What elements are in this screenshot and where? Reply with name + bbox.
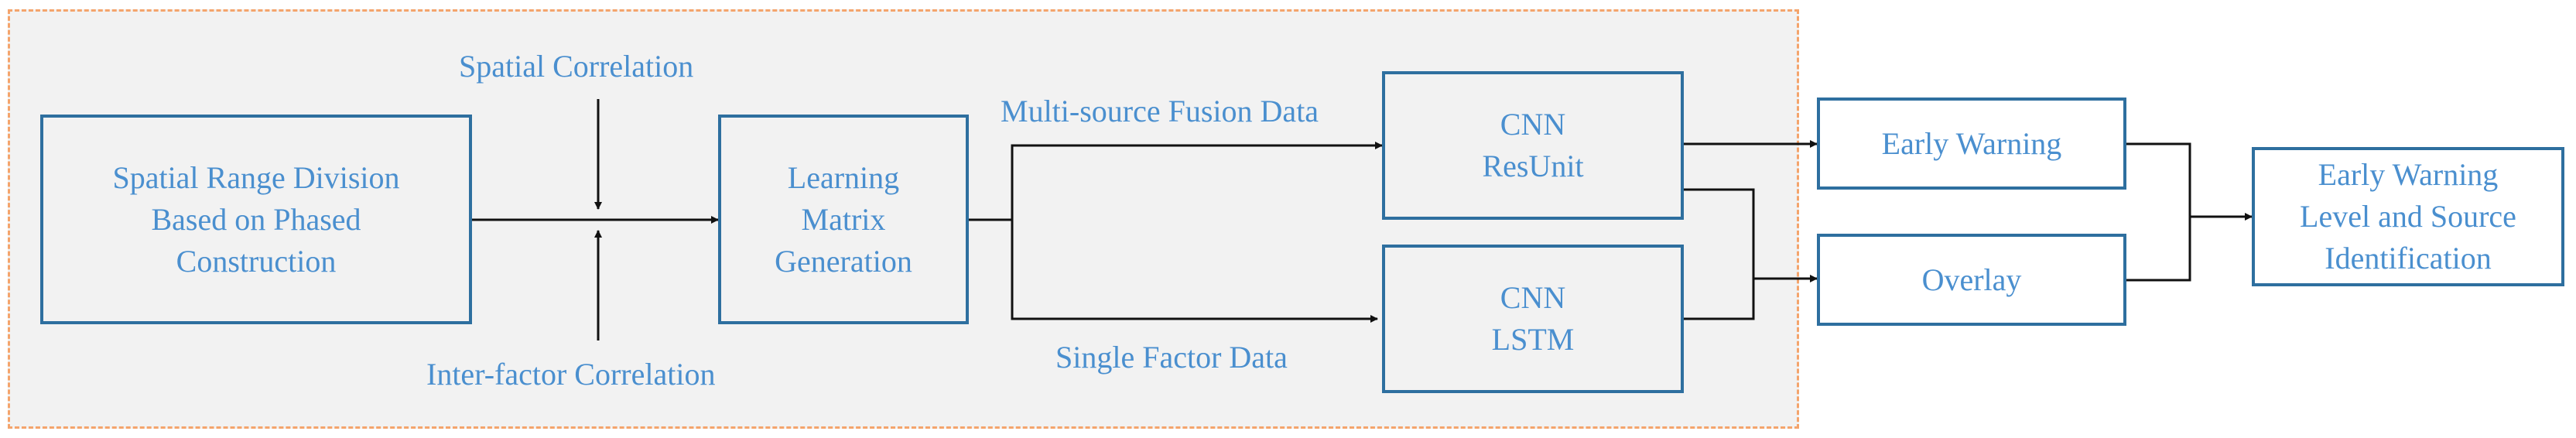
arrow-matrix-to-lstm (969, 218, 1378, 323)
arrow-resunit-to-overlay (1684, 188, 1818, 282)
box-early-warning-level-source: Early Warning Level and Source Identific… (2252, 147, 2564, 286)
label-multi-source-fusion-data: Multi-source Fusion Data (1001, 94, 1319, 128)
label-inter-factor-correlation: Inter-factor Correlation (426, 357, 716, 392)
box-early-warning: Early Warning (1817, 98, 2126, 190)
arrow-lstm-to-overlay (1684, 279, 1755, 320)
box-spatial-range-division: Spatial Range Division Based on Phased C… (40, 115, 472, 324)
arrow-overlay-to-final (2126, 217, 2191, 282)
box-cnn-lstm: CNN LSTM (1382, 245, 1684, 393)
arrow-warning-to-final (2126, 142, 2253, 221)
label-single-factor-data: Single Factor Data (1055, 340, 1288, 375)
box-learning-matrix-generation: Learning Matrix Generation (718, 115, 969, 324)
box-overlay: Overlay (1817, 234, 2126, 326)
box-cnn-resunit: CNN ResUnit (1382, 71, 1684, 220)
label-spatial-correlation: Spatial Correlation (459, 49, 694, 84)
arrow-matrix-to-resunit (969, 142, 1383, 221)
